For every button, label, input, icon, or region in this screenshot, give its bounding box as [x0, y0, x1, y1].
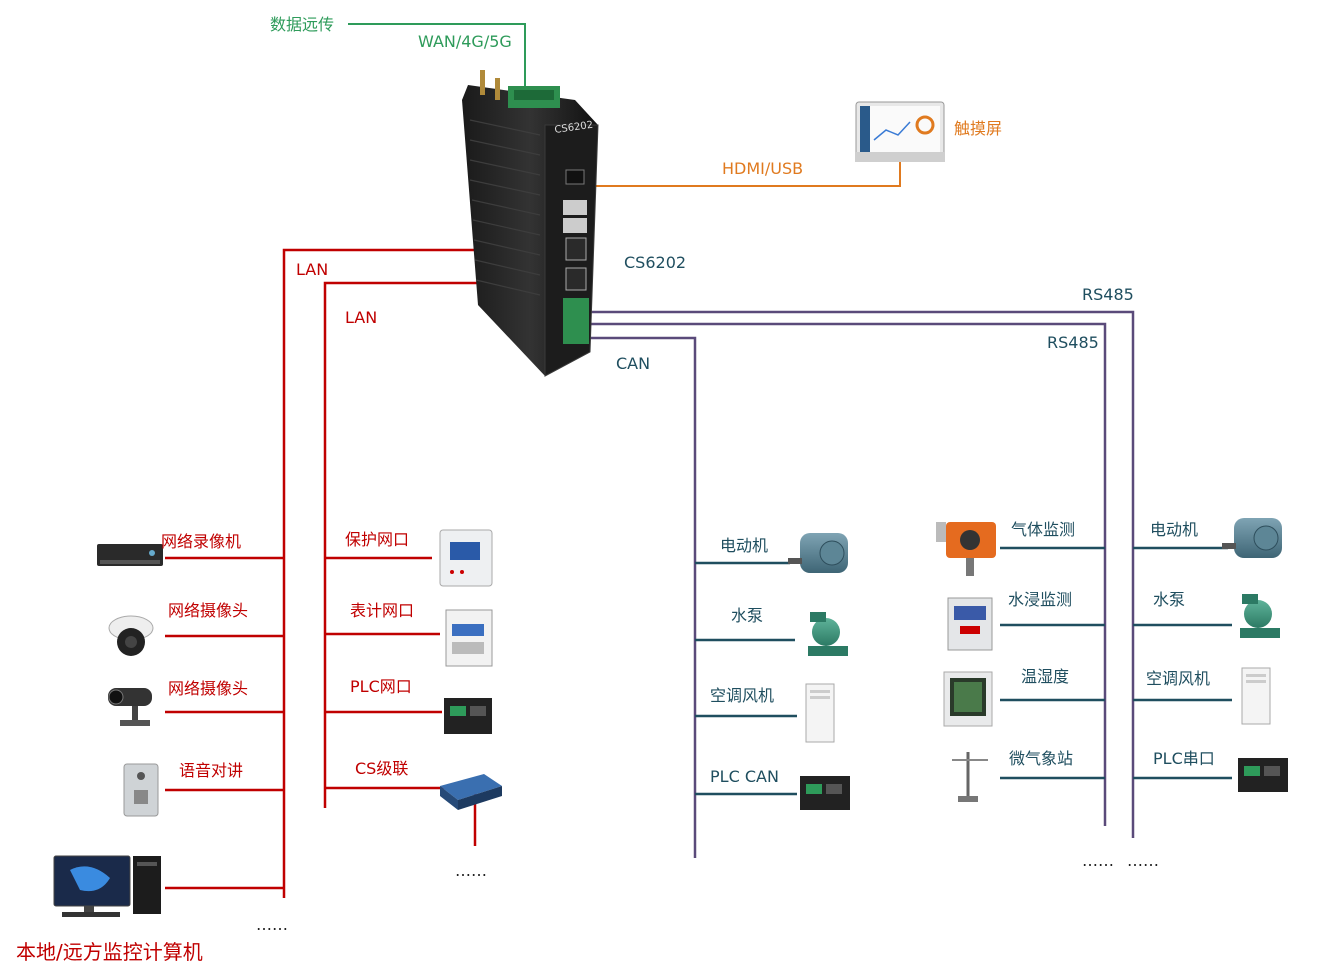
protection-relay-icon: [439, 529, 493, 587]
nvr-icon: [97, 544, 163, 566]
lan1-device-label: 网络摄像头: [168, 679, 248, 698]
serial-buses: [575, 310, 1135, 858]
gateway-device: CS6202: [462, 70, 599, 377]
rs485-2-label: RS485: [1047, 333, 1099, 352]
lan1-bus: [165, 248, 568, 898]
dome-camera-icon: [108, 615, 154, 656]
can-device-label: 水泵: [731, 606, 763, 625]
rs485-ac-fan-icon: [1241, 667, 1271, 725]
rs485-1-label: RS485: [1082, 285, 1134, 304]
lan1-device-label: 网络录像机: [161, 532, 241, 551]
temp-humidity-icon: [943, 671, 993, 727]
rs485-b-device-label: 水泵: [1153, 590, 1185, 609]
rs485-b-device-label: PLC串口: [1153, 749, 1215, 768]
rs485-b-device-label: 空调风机: [1146, 669, 1210, 688]
hdmi-line: [578, 160, 901, 187]
lan1-ellipsis: ……: [256, 915, 288, 934]
rs485-a-device-label: 水浸监测: [1008, 590, 1072, 609]
intercom-icon: [123, 763, 159, 817]
touchscreen-device: [855, 101, 945, 162]
rs485-a-device-label: 气体监测: [1011, 520, 1075, 539]
weather-station-icon: [952, 752, 988, 802]
lan2-ellipsis: ……: [455, 861, 487, 880]
computer-label: 本地/远方监控计算机: [16, 940, 203, 964]
rs485-plc-icon: [1238, 758, 1288, 792]
monitoring-computer-icon: [53, 855, 161, 917]
bullet-camera-icon: [108, 688, 152, 726]
wan-label: WAN/4G/5G: [418, 32, 512, 51]
rs485-b-stubs: [1133, 546, 1232, 780]
gas-detector-icon: [936, 522, 996, 576]
touchscreen-label: 触摸屏: [954, 119, 1002, 138]
gateway-face-label: CS6202: [554, 120, 594, 136]
rs485-b-device-label: 电动机: [1150, 520, 1198, 539]
can-device-label: PLC CAN: [710, 767, 779, 786]
can-motor-icon: [788, 533, 848, 573]
rs485-motor-icon: [1222, 518, 1282, 558]
water-leak-sensor-icon: [947, 597, 993, 651]
can-stubs: [695, 561, 797, 796]
lan2-device-label: PLC网口: [350, 677, 412, 696]
rs485-a-device-label: 温湿度: [1021, 667, 1069, 686]
plc-icon: [444, 698, 492, 734]
lan2-device-label: CS级联: [355, 759, 408, 778]
lan1-device-label: 语音对讲: [179, 761, 243, 780]
can-ac-fan-icon: [805, 683, 835, 743]
can-label: CAN: [616, 354, 650, 373]
can-device-label: 电动机: [720, 536, 768, 555]
rs485-pump-icon: [1240, 594, 1280, 638]
lan1-label: LAN: [296, 260, 328, 279]
can-pump-icon: [808, 612, 848, 656]
wan-line: [348, 23, 526, 95]
rs485-b-ellipsis: ……: [1127, 851, 1159, 870]
lan2-label: LAN: [345, 308, 377, 327]
rs485-a-ellipsis: ……: [1082, 851, 1114, 870]
gateway-label: CS6202: [624, 253, 686, 272]
cs-cascade-icon: [440, 774, 502, 810]
can-plc-icon: [800, 776, 850, 810]
lan2-device-label: 保护网口: [345, 530, 409, 549]
data-remote-label: 数据远传: [270, 15, 334, 34]
rs485-a-stubs: [1000, 546, 1105, 780]
lan1-device-label: 网络摄像头: [168, 601, 248, 620]
hdmi-usb-label: HDMI/USB: [722, 159, 803, 178]
meter-icon: [445, 609, 493, 667]
lan2-device-label: 表计网口: [350, 601, 414, 620]
can-device-label: 空调风机: [710, 686, 774, 705]
rs485-a-device-label: 微气象站: [1009, 749, 1073, 768]
